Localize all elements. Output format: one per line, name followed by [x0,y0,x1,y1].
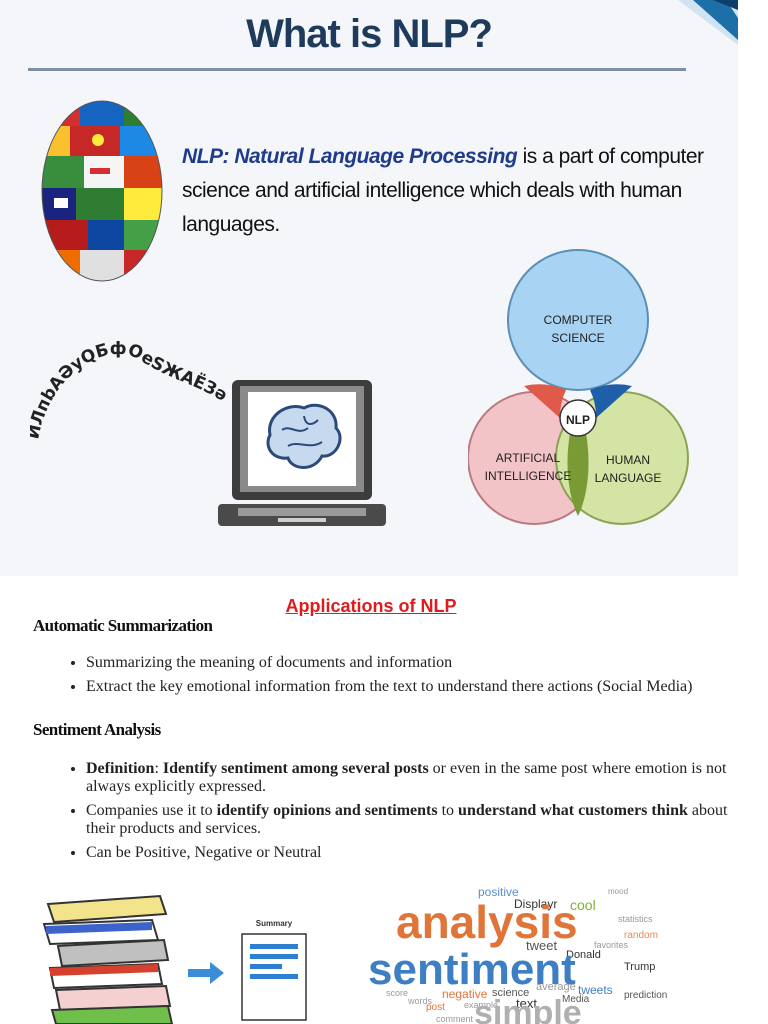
title-divider [28,68,686,71]
cloud-word: text [516,996,537,1011]
list-item: Definition: Identify sentiment among sev… [86,760,746,796]
cloud-word: favorites [594,940,629,950]
arrow-right-icon [188,962,224,984]
slide-title: What is NLP? [246,12,493,56]
flag-globe-icon [41,100,163,282]
cloud-word: average [536,981,576,993]
applications-title: Applications of NLP [285,596,457,616]
cloud-word: sentiment [368,945,576,994]
cloud-word: analysis [396,896,578,948]
cloud-word: tweet [526,938,557,953]
list-item: Summarizing the meaning of documents and… [86,654,746,672]
sentiment-list: Definition: Identify sentiment among sev… [48,760,746,868]
cloud-word: example [464,1000,498,1010]
cloud-word: simple [474,994,582,1024]
inline-text: Companies use it to [86,802,217,819]
section-heading-summarization: Automatic Summarization [33,616,213,635]
summary-document-icon: Summary [241,919,307,1021]
laptop-brain-icon [218,380,386,526]
definition-term: NLP: Natural Language Processing [182,145,518,168]
bold-text: identify opinions and sentiments [216,802,438,819]
venn-cs-line2: SCIENCE [551,331,604,345]
definition-text: is a part of computer science and artifi… [182,145,704,236]
cloud-word: tweets [578,983,613,997]
venn-ai-line1: ARTIFICIAL [496,451,561,465]
cloud-word: Media [562,994,590,1005]
cloud-word: science [492,987,529,999]
venn-center-label: NLP [566,413,590,427]
list-item: Companies use it to identify opinions an… [86,802,746,838]
nlp-slide: What is NLP? [0,0,738,576]
cloud-word: cool [570,897,596,913]
bold-text: Definition [86,760,155,777]
inline-text: to [437,802,459,819]
cloud-word: comment [436,1014,474,1024]
venn-hl-line1: HUMAN [606,453,650,467]
nlp-venn-diagram: NLP COMPUTER SCIENCE ARTIFICIAL INTELLIG… [468,249,689,525]
glyph-string: ЙЛпbАӘуQБфОеЅЖАЁЗәЩЎЕСыАЛЦѲ [30,330,230,441]
venn-cs-line1: COMPUTER [544,313,613,327]
corner-decoration [678,0,738,45]
bold-text: understand what customers think [458,802,688,819]
cloud-word: Displayr [514,897,557,911]
section-heading-sentiment: Sentiment Analysis [33,720,161,739]
cloud-word: random [624,930,658,941]
cloud-word: prediction [624,990,667,1001]
inline-text: about their products and services. [86,802,728,837]
venn-hl-line2: LANGUAGE [595,471,662,485]
bold-text: Identify sentiment among several posts [162,760,429,777]
list-item: Extract the key emotional information fr… [86,678,746,696]
nlp-definition: NLP: Natural Language Processing is a pa… [182,140,722,242]
cloud-word: post [426,1002,445,1013]
cloud-word: words [407,996,433,1006]
scattered-letters-graphic: ЙЛпbАӘуQБфОеЅЖАЁЗәЩЎЕСыАЛЦѲ [30,330,230,441]
svg-text:ЙЛпbАӘуQБфОеЅЖАЁЗәЩЎЕСыАЛЦѲ: ЙЛпbАӘуQБфОеЅЖАЁЗәЩЎЕСыАЛЦѲ [30,330,230,441]
cloud-word: mood [608,887,628,896]
cloud-word: statistics [618,914,653,924]
books-stack-icon [42,894,174,1024]
venn-ai-line2: INTELLIGENCE [485,469,572,483]
list-item: Can be Positive, Negative or Neutral [86,844,746,862]
inline-text: or even in the same post where emotion i… [86,760,727,795]
summarization-list: Summarizing the meaning of documents and… [48,654,746,702]
cloud-word: score [386,988,408,998]
summary-label: Summary [256,919,293,928]
sentiment-word-cloud: positive Displayr cool mood statistics a… [368,878,684,1024]
cloud-word: Trump [624,961,655,973]
cloud-word: Donald [566,949,601,961]
inline-text: : [154,760,163,777]
cloud-word: negative [442,987,488,1001]
cloud-word: positive [478,885,519,899]
